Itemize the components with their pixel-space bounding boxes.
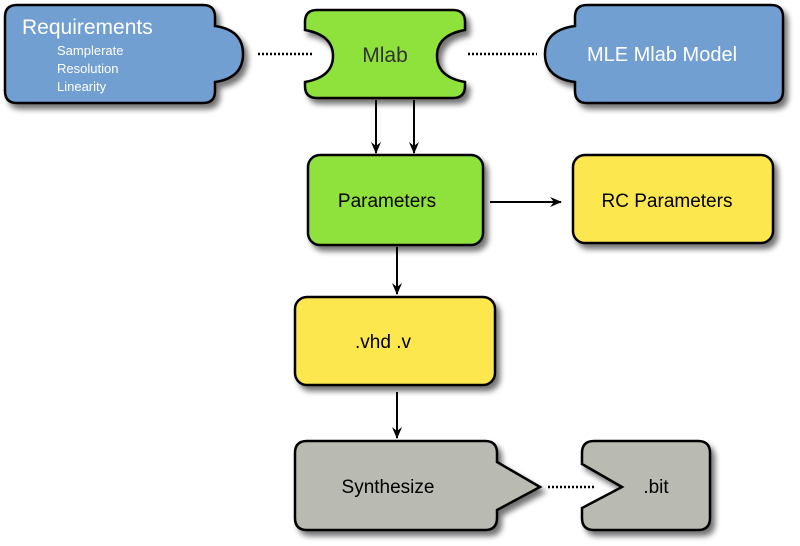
requirements-item: Linearity (57, 79, 107, 94)
vhd-label: .vhd .v (355, 332, 411, 353)
parameters-label: Parameters (338, 191, 436, 212)
mle-model-label: MLE Mlab Model (587, 44, 737, 66)
requirements-item: Samplerate (57, 43, 123, 58)
node-vhd[interactable] (293, 295, 497, 387)
node-synthesize[interactable] (293, 439, 543, 532)
node-mlab[interactable] (303, 8, 467, 100)
bit-label: .bit (643, 477, 669, 498)
node-mle-model[interactable] (543, 3, 785, 105)
node-rc-parameters[interactable] (571, 153, 775, 245)
requirements-item: Resolution (57, 61, 118, 76)
mlab-label: Mlab (362, 44, 408, 67)
node-bit[interactable] (580, 439, 712, 532)
rc-parameters-label: RC Parameters (602, 191, 733, 212)
node-requirements[interactable] (3, 3, 245, 105)
requirements-title: Requirements (22, 16, 153, 39)
node-parameters[interactable] (306, 153, 485, 247)
synthesize-label: Synthesize (342, 477, 435, 498)
